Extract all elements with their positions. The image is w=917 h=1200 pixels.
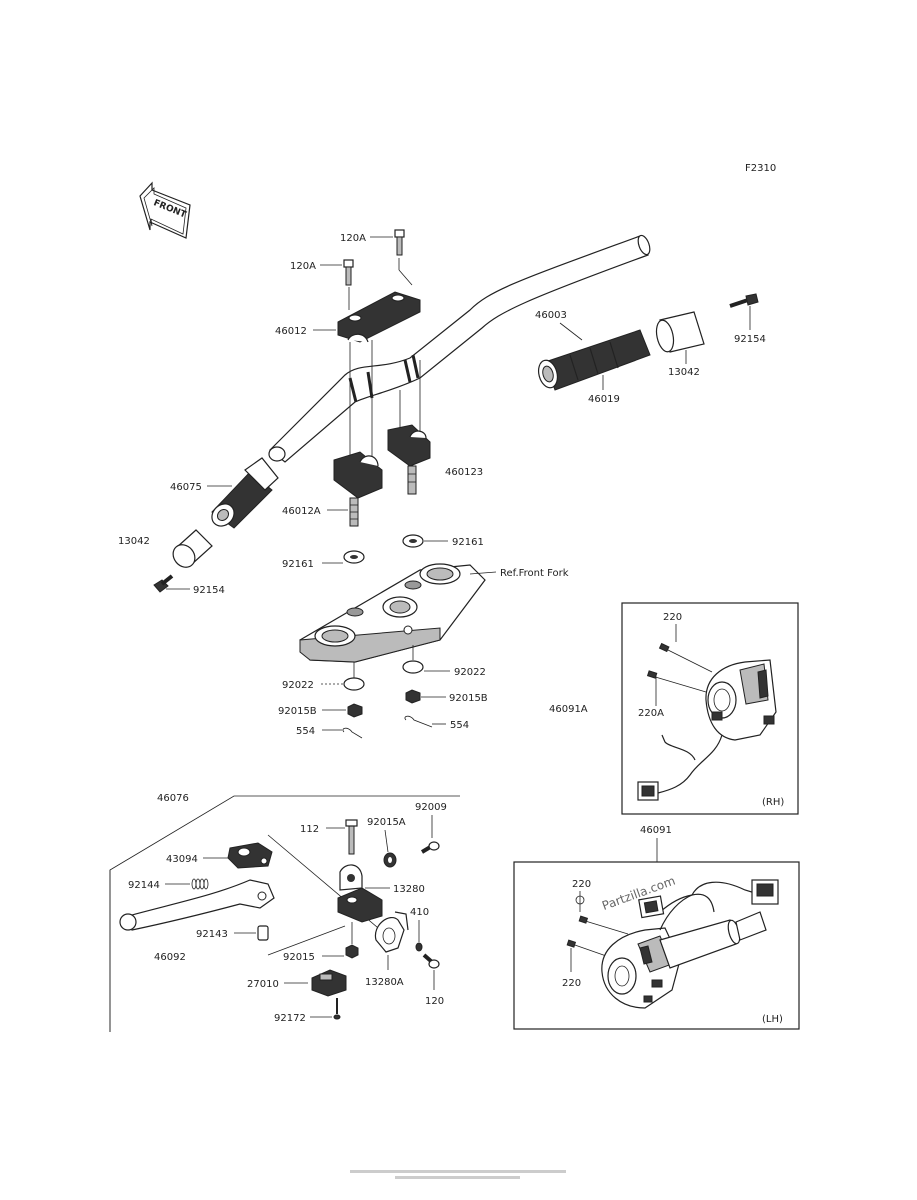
bar-end-weight-left <box>172 529 213 568</box>
front-arrow-icon: FRONT <box>139 181 191 239</box>
switch-rh-wire <box>657 734 723 794</box>
bolt-92154-left <box>153 574 174 593</box>
lever-holder-43094 <box>227 842 273 869</box>
label-27010: 27010 <box>247 979 279 990</box>
cotter-pin-554-left <box>342 727 363 739</box>
bar-end-weight-right <box>655 311 705 353</box>
label-92154-left: 92154 <box>193 585 225 596</box>
clutch-switch-27010 <box>311 969 347 997</box>
label-13042-left: 13042 <box>118 536 150 547</box>
collar-92143 <box>257 925 269 941</box>
label-92022-left: 92022 <box>282 680 314 691</box>
label-46012a: 46012A <box>282 506 321 517</box>
label-410: 410 <box>410 907 429 918</box>
label-554-left: 554 <box>296 726 315 737</box>
label-92015a: 92015A <box>367 817 406 828</box>
handlebar-clamp-lower-right <box>387 424 431 495</box>
label-92015: 92015 <box>283 952 315 963</box>
label-92015b-right: 92015B <box>449 693 488 704</box>
label-13042-right: 13042 <box>668 367 700 378</box>
label-43094: 43094 <box>166 854 198 865</box>
label-46091a: 46091A <box>549 704 588 715</box>
label-92015b-left: 92015B <box>278 706 317 717</box>
label-46019: 46019 <box>588 394 620 405</box>
label-46012: 46012 <box>275 326 307 337</box>
label-46076: 46076 <box>157 793 189 804</box>
switch-housing-rh <box>705 659 777 741</box>
label-554-right: 554 <box>450 720 469 731</box>
switch-lh-bar-tube <box>659 919 737 969</box>
lever-clamp-13280a <box>374 911 409 953</box>
label-460123: 460123 <box>445 467 483 478</box>
bolt-120a-left <box>343 259 354 286</box>
label-220a-rh: 220A <box>638 708 664 719</box>
label-92143: 92143 <box>196 929 228 940</box>
label-13280: 13280 <box>393 884 425 895</box>
bolt-92154-right <box>729 293 759 308</box>
label-92161-left: 92161 <box>282 559 314 570</box>
nut-92015 <box>345 944 359 959</box>
label-lh-box: (LH) <box>762 1014 783 1025</box>
handlebar-clamp-upper <box>337 291 421 343</box>
label-46091: 46091 <box>640 825 672 836</box>
label-46092: 46092 <box>154 952 186 963</box>
grip-right-46019 <box>537 329 651 391</box>
label-120a-left: 120A <box>290 261 316 272</box>
label-92154-right: 92154 <box>734 334 766 345</box>
switch-lh-wire <box>659 893 715 931</box>
label-92161-right: 92161 <box>452 537 484 548</box>
screw-92009 <box>420 841 440 854</box>
label-46003: 46003 <box>535 310 567 321</box>
label-13280a: 13280A <box>365 977 404 988</box>
label-ref-front-fork: Ref.Front Fork <box>500 568 569 579</box>
label-92144: 92144 <box>128 880 160 891</box>
label-92172: 92172 <box>274 1013 306 1024</box>
spring-92144 <box>191 878 209 890</box>
label-rh-box: (RH) <box>762 797 784 808</box>
handlebar-clamp-lower-left <box>333 451 383 527</box>
screw-92172 <box>333 998 341 1020</box>
label-220-lh-bottom: 220 <box>562 978 581 989</box>
switch-lh-box <box>513 861 800 1030</box>
washer-410 <box>415 942 423 952</box>
handlebar <box>268 234 651 463</box>
bolt-112 <box>348 821 355 855</box>
switch-housing-lh <box>601 927 681 1009</box>
washer-92022-right <box>402 660 424 674</box>
clutch-lever-46092 <box>119 879 275 931</box>
label-220-lh-top: 220 <box>572 879 591 890</box>
cotter-pin-554-right <box>404 715 433 728</box>
lever-bracket <box>337 864 383 923</box>
footer-copyright-mark <box>350 1170 566 1173</box>
label-92009: 92009 <box>415 802 447 813</box>
label-120: 120 <box>425 996 444 1007</box>
label-92022-right: 92022 <box>454 667 486 678</box>
nut-92015b-right <box>405 689 421 704</box>
label-112: 112 <box>300 824 319 835</box>
grip-left-46075 <box>211 457 279 529</box>
fork-top-bracket <box>299 563 486 663</box>
label-46075: 46075 <box>170 482 202 493</box>
diagram-code: F2310 <box>745 163 776 174</box>
nut-92015b-left <box>347 703 363 718</box>
label-220-rh: 220 <box>663 612 682 623</box>
washer-92022-left <box>343 677 365 691</box>
bolt-120 <box>422 953 440 969</box>
switch-rh-box <box>621 602 799 815</box>
label-120a-top: 120A <box>340 233 366 244</box>
bolt-120a-top <box>394 229 405 256</box>
